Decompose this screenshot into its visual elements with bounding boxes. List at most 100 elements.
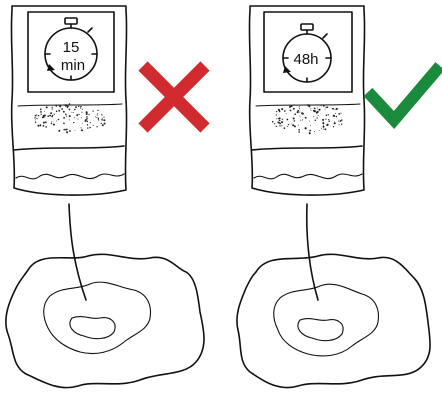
powder-speck [294, 104, 295, 105]
powder-speck [325, 109, 326, 110]
powder-speck [284, 110, 286, 112]
powder-speck [279, 124, 280, 125]
powder-speck [299, 111, 300, 112]
timer-label-line-2: min [61, 57, 85, 74]
powder-speck [36, 118, 37, 119]
powder-speck [339, 124, 340, 125]
powder-speck [340, 113, 341, 114]
powder-speck [333, 115, 335, 117]
powder-speck [45, 121, 47, 123]
powder-speck [65, 114, 67, 116]
powder-speck [299, 116, 300, 117]
powder-speck [97, 114, 98, 115]
powder-speck [287, 126, 288, 127]
powder-speck [325, 118, 326, 119]
powder-speck [288, 124, 289, 125]
powder-speck [277, 121, 279, 123]
powder-speck [301, 112, 303, 114]
powder-speck [93, 125, 94, 126]
powder-speck [81, 127, 82, 128]
spill-puddle-right [237, 254, 430, 387]
powder-speck [317, 104, 318, 105]
powder-speck [41, 112, 42, 113]
powder-speck [44, 111, 45, 112]
powder-speck [311, 110, 312, 111]
powder-speck [69, 109, 71, 111]
powder-speck [50, 112, 52, 114]
powder-speck [44, 114, 46, 116]
powder-speck [341, 119, 342, 120]
powder-speck [314, 108, 316, 110]
powder-speck [294, 113, 296, 115]
powder-speck [302, 119, 303, 120]
powder-speck [284, 127, 286, 129]
powder-speck [335, 113, 336, 114]
powder-speck [334, 122, 336, 124]
powder-speck [318, 109, 320, 111]
powder-speck [305, 127, 307, 129]
powder-speck [34, 117, 35, 118]
powder-speck [78, 106, 79, 107]
powder-speck [47, 115, 49, 117]
powder-speck [51, 121, 52, 122]
powder-speck [63, 122, 65, 124]
powder-speck [63, 129, 65, 131]
panel-left: 15 min [6, 6, 205, 388]
powder-speck [297, 110, 299, 112]
powder-speck [315, 119, 317, 121]
powder-speck [96, 117, 97, 118]
powder-speck [58, 130, 60, 132]
powder-speck [50, 115, 51, 116]
powder-speck [52, 108, 53, 109]
powder-speck [334, 122, 335, 123]
powder-speck [319, 130, 320, 131]
powder-speck [298, 129, 300, 131]
powder-speck [75, 106, 77, 108]
product-bag-left [11, 6, 126, 195]
powder-speck [323, 126, 325, 128]
powder-speck [71, 112, 72, 113]
powder-speck [87, 127, 88, 128]
powder-speck [318, 115, 319, 116]
powder-speck [279, 111, 281, 113]
powder-speck [317, 108, 318, 109]
powder-speck [327, 124, 329, 126]
powder-speck [88, 114, 89, 115]
powder-speck [276, 111, 277, 112]
powder-speck [321, 105, 322, 106]
powder-speck [279, 125, 280, 126]
powder-speck [328, 119, 329, 120]
powder-speck [310, 125, 311, 126]
powder-speck [336, 108, 338, 110]
powder-speck [281, 108, 283, 110]
powder-speck [101, 119, 102, 120]
powder-speck [66, 131, 68, 133]
powder-speck [338, 121, 339, 122]
powder-speck [294, 120, 296, 122]
powder-speck [43, 125, 45, 127]
powder-speck [59, 105, 61, 107]
powder-speck [69, 119, 70, 120]
powder-speck [328, 121, 329, 122]
powder-speck [272, 121, 274, 123]
powder-speck [46, 106, 48, 108]
powder-speck [42, 117, 43, 118]
powder-speck [38, 115, 39, 116]
powder-speck [298, 125, 299, 126]
powder-speck [299, 106, 300, 107]
powder-speck [97, 113, 98, 114]
powder-speck [282, 119, 283, 120]
powder-speck [80, 108, 81, 109]
drip-stream [307, 204, 318, 300]
powder-speck [92, 110, 93, 111]
powder-speck [73, 112, 74, 113]
powder-speck [80, 106, 82, 108]
powder-speck [323, 129, 324, 130]
powder-speck [332, 108, 334, 110]
powder-speck [58, 105, 59, 106]
powder-speck [45, 126, 47, 128]
powder-speck [103, 117, 104, 118]
powder-speck [43, 122, 45, 124]
powder-speck [321, 128, 322, 129]
powder-speck [97, 110, 98, 111]
